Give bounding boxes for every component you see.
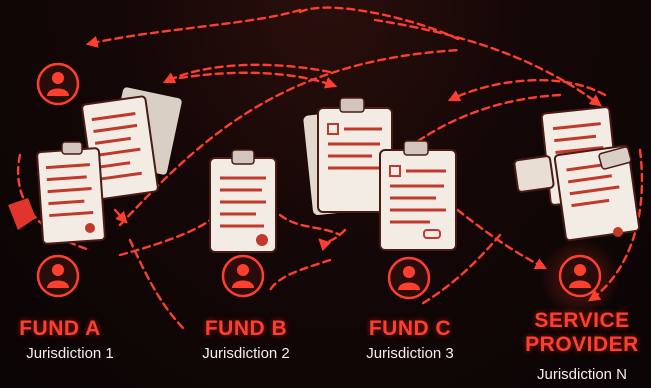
person-icon: [387, 256, 431, 300]
flow-arrow: [85, 8, 302, 48]
flow-arrow: [162, 63, 332, 84]
person-icon: [36, 254, 80, 298]
service-provider-label-line1: SERVICE: [534, 309, 630, 332]
fund-c-jurisdiction: Jurisdiction 3: [366, 345, 454, 362]
service-provider-jurisdiction: Jurisdiction N: [536, 366, 628, 383]
flow-arrow: [403, 93, 562, 152]
service-provider-label-line2: PROVIDER: [525, 333, 639, 356]
fund-a-jurisdiction: Jurisdiction 1: [26, 345, 114, 362]
person-icon: [558, 254, 602, 298]
fund-c-label: FUND C: [368, 317, 452, 340]
flow-arrows: [16, 6, 644, 332]
flow-arrow: [268, 258, 332, 292]
flow-arrow: [373, 18, 602, 107]
flow-arrow: [418, 178, 548, 270]
flow-arrow: [178, 71, 338, 89]
flow-arrow: [128, 238, 187, 332]
person-icon: [36, 62, 80, 106]
fund-b-label: FUND B: [204, 317, 288, 340]
flow-arrow: [113, 208, 128, 224]
flow-arrow: [278, 213, 342, 237]
fund-a-label: FUND A: [19, 317, 101, 340]
fund-c-documents: [303, 97, 457, 251]
flow-arrow: [318, 228, 347, 252]
flow-arrow: [298, 6, 462, 42]
flow-arrow: [418, 233, 502, 307]
flow-arrow: [588, 148, 644, 302]
fund-b-documents: [209, 149, 277, 253]
fund-a-documents: [8, 87, 182, 245]
flow-arrow: [447, 79, 607, 102]
flow-arrow: [118, 218, 212, 257]
service-provider-documents: [513, 106, 641, 242]
fund-b-jurisdiction: Jurisdiction 2: [202, 345, 290, 362]
person-icon: [221, 254, 265, 298]
